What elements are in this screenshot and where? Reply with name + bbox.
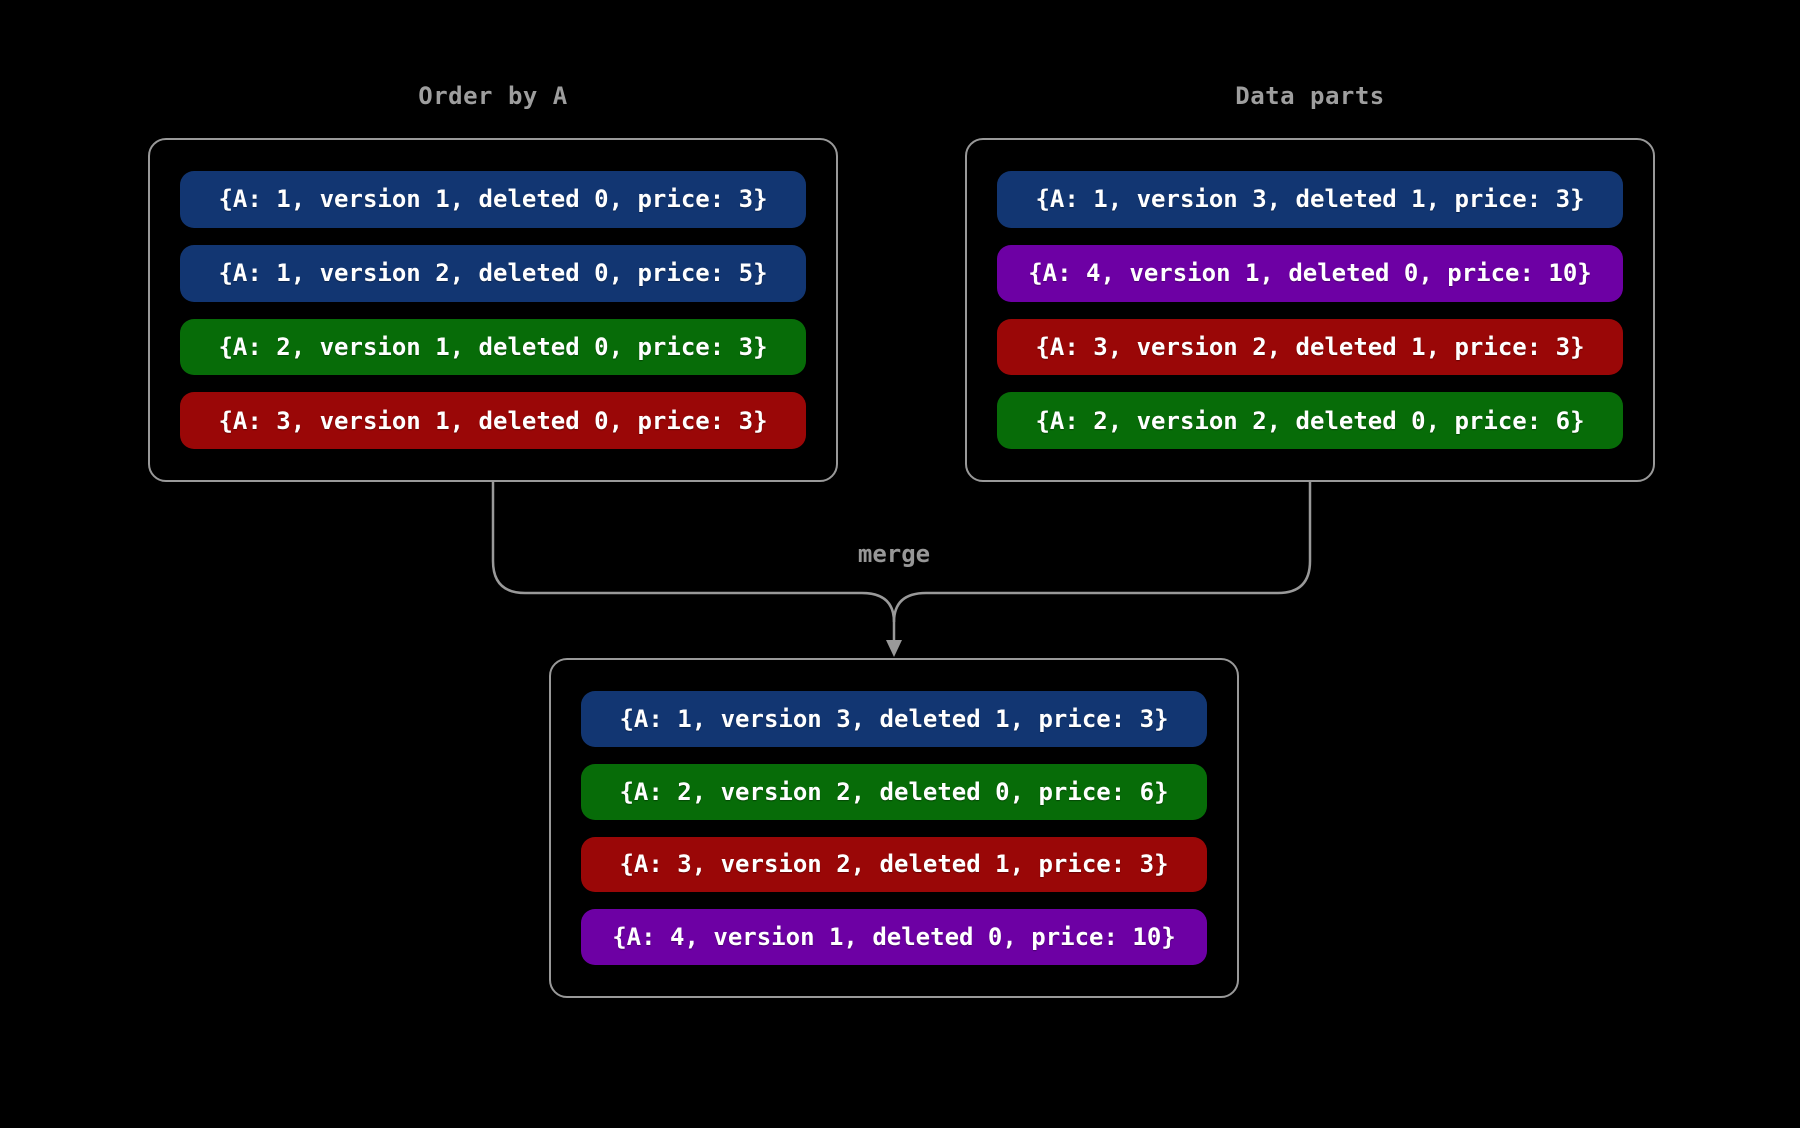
merge-label: merge: [857, 540, 931, 568]
data-row-pill: {A: 1, version 1, deleted 0, price: 3}: [180, 171, 806, 228]
merge-arrowhead-icon: [886, 640, 902, 657]
data-row-pill: {A: 3, version 2, deleted 1, price: 3}: [997, 318, 1623, 376]
data-row-pill: {A: 3, version 2, deleted 1, price: 3}: [581, 836, 1207, 893]
data-row-pill: {A: 4, version 1, deleted 0, price: 10}: [581, 909, 1207, 965]
data-row-pill: {A: 1, version 3, deleted 1, price: 3}: [997, 171, 1623, 228]
data-row-pill: {A: 1, version 2, deleted 0, price: 5}: [180, 244, 806, 302]
data-row-pill: {A: 1, version 3, deleted 1, price: 3}: [581, 691, 1207, 747]
data-row-pill: {A: 3, version 1, deleted 0, price: 3}: [180, 392, 806, 449]
data-row-pill: {A: 2, version 1, deleted 0, price: 3}: [180, 318, 806, 376]
data-row-pill: {A: 2, version 2, deleted 0, price: 6}: [997, 392, 1623, 449]
data-parts-box: {A: 1, version 3, deleted 1, price: 3} {…: [965, 138, 1655, 482]
data-parts-title: Data parts: [1235, 82, 1385, 110]
merged-result-box: {A: 1, version 3, deleted 1, price: 3} {…: [549, 658, 1239, 998]
order-by-a-box: {A: 1, version 1, deleted 0, price: 3} {…: [148, 138, 838, 482]
order-by-a-title: Order by A: [418, 82, 568, 110]
data-row-pill: {A: 2, version 2, deleted 0, price: 6}: [581, 763, 1207, 820]
data-row-pill: {A: 4, version 1, deleted 0, price: 10}: [997, 244, 1623, 302]
